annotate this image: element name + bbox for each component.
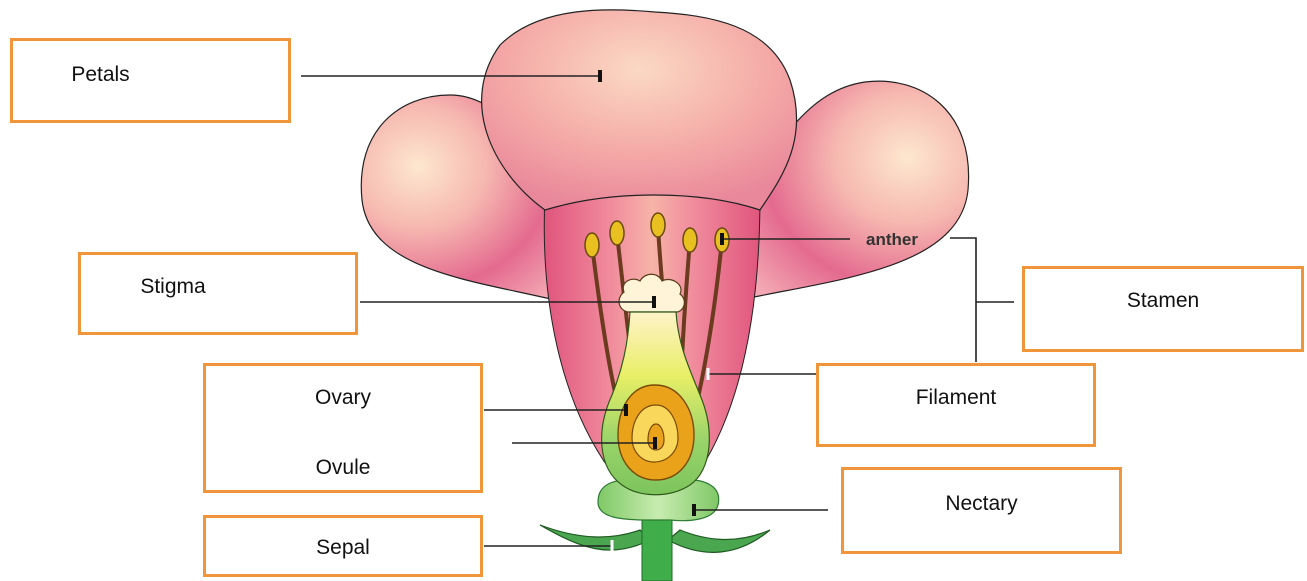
petals-label-box: Petals [10, 38, 291, 123]
stem [642, 510, 672, 581]
top-petal [482, 10, 797, 210]
right-sepal [668, 530, 770, 552]
sepal-label-box: Sepal [203, 515, 483, 577]
filament-label-box: Filament [816, 363, 1096, 447]
anther-label: anther [866, 230, 918, 249]
sepal-label: Sepal [206, 536, 480, 560]
ovary-ovule-label-box: Ovary Ovule [203, 363, 483, 493]
nectary-label-box: Nectary [841, 467, 1122, 554]
stigma-label: Stigma [0, 275, 355, 299]
filament-label: Filament [819, 386, 1093, 410]
petals-label: Petals [0, 63, 288, 87]
stamen-label-box: Stamen [1022, 266, 1304, 352]
ovule-label: Ovule [206, 456, 480, 480]
stigma-label-box: Stigma [78, 252, 358, 335]
nectary-label: Nectary [844, 492, 1119, 516]
ovary-chamber [618, 385, 694, 480]
ovary-label: Ovary [206, 386, 480, 410]
stamen-label: Stamen [1025, 289, 1301, 313]
